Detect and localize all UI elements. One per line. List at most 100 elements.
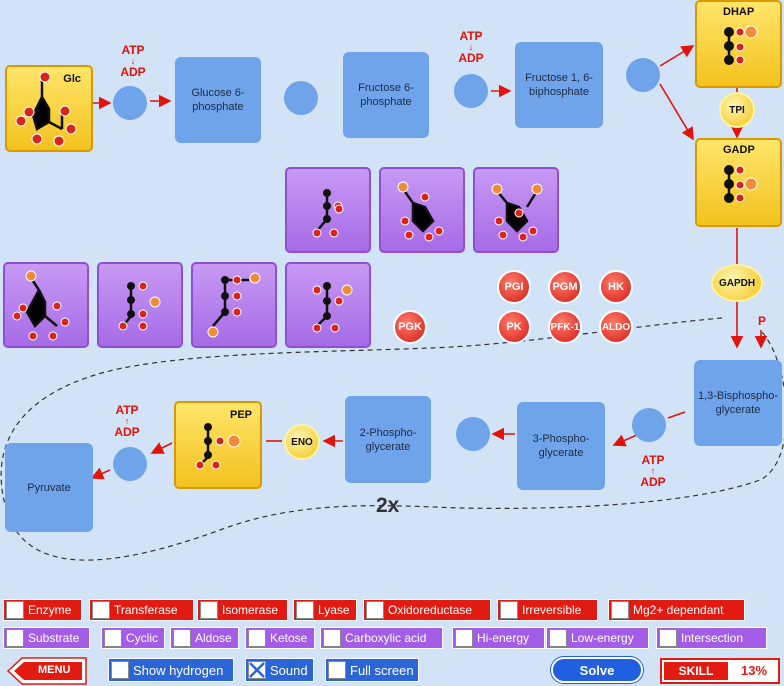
glucose-molecule[interactable]: Glc [5,65,93,152]
enzyme-slot-pgk[interactable] [632,408,666,442]
show-hydrogen-toggle[interactable]: Show hydrogen [108,658,234,682]
checkbox[interactable] [111,661,129,679]
enzyme-slot-aldo[interactable] [626,58,660,92]
enzyme-pgk[interactable]: PGK [393,310,427,344]
tpi-enzyme[interactable]: TPI [719,92,755,128]
filter-transferase[interactable]: Transferase [89,599,194,621]
substrate-tile-6[interactable] [191,262,277,348]
molecule-icon [12,270,70,341]
skill-label: SKILL [664,662,728,680]
dhap-structure-icon [724,25,758,65]
pep-structure-icon [195,423,241,470]
substrate-tile-2[interactable] [379,167,465,253]
substrate-tile-7[interactable] [285,262,371,348]
checkbox-checked[interactable] [248,661,266,679]
dhap-molecule[interactable]: DHAP [695,0,782,88]
checkbox[interactable] [323,629,341,647]
checkbox[interactable] [328,661,346,679]
molecule-icon [207,272,261,338]
skill-meter: SKILL 13% [660,658,780,684]
gadp-label: GADP [723,144,755,156]
3-phosphoglycerate-box: 3-Phospho-glycerate [517,402,605,490]
enzyme-pfk1[interactable]: PFK-1 [548,310,582,344]
molecule-icon [491,183,543,242]
glucose-6-phosphate-box: Glucose 6-phosphate [175,57,261,143]
filter-carboxylic-acid[interactable]: Carboxylic acid [320,627,443,649]
atp-label-4: ATP↑ADP [114,403,140,439]
enzyme-pgi[interactable]: PGI [497,270,531,304]
molecule-icon [397,181,444,242]
filter-low-energy[interactable]: Low-energy [546,627,649,649]
filter-hi-energy[interactable]: Hi-energy [452,627,545,649]
checkbox[interactable] [104,629,122,647]
checkbox[interactable] [549,629,567,647]
atp-label-3: ATP↑ADP [640,453,666,489]
atp-label-2: ATP↓ADP [458,29,484,65]
checkbox[interactable] [173,629,191,647]
substrate-tile-3[interactable] [473,167,559,253]
substrate-tile-4[interactable] [3,262,89,348]
13-bisphosphoglycerate-box: 1,3-Bisphospho-glycerate [694,360,782,446]
check-x-icon [249,662,265,678]
gadp-molecule[interactable]: GADP [695,138,782,227]
full-screen-toggle[interactable]: Full screen [325,658,419,682]
enzyme-slot-pk[interactable] [113,447,147,481]
enzyme-pgm[interactable]: PGM [548,270,582,304]
checkbox[interactable] [200,601,218,619]
enzyme-aldo[interactable]: ALDO [599,310,633,344]
solve-button[interactable]: Solve [551,657,643,683]
checkbox[interactable] [6,601,24,619]
molecule-icon [312,189,344,238]
substrate-tile-1[interactable] [285,167,371,253]
filter-cyclic[interactable]: Cyclic [101,627,165,649]
2-phosphoglycerate-box: 2-Phospho-glycerate [345,396,431,483]
checkbox[interactable] [296,601,314,619]
filter-mg2-dependant[interactable]: Mg2+ dependant [608,599,745,621]
enzyme-slot-hk[interactable] [113,86,147,120]
atp-label-1: ATP↓ADP [120,43,146,79]
checkbox[interactable] [366,601,384,619]
checkbox[interactable] [6,629,24,647]
filter-enzyme[interactable]: Enzyme [3,599,82,621]
dhap-label: DHAP [723,6,755,18]
sound-toggle[interactable]: Sound [245,658,314,682]
back-arrow-icon [6,657,87,685]
gadp-structure-icon [724,165,758,203]
pep-label: PEP [230,409,253,421]
filter-aldose[interactable]: Aldose [170,627,239,649]
checkbox[interactable] [500,601,518,619]
filter-intersection[interactable]: Intersection [656,627,767,649]
enzyme-slot-pfk[interactable] [454,74,488,108]
filter-oxidoreductase[interactable]: Oxidoreductase [363,599,491,621]
glucose-structure-icon [15,71,77,147]
checkbox[interactable] [611,601,629,619]
fructose-6-phosphate-box: Fructose 6-phosphate [343,52,429,138]
skill-value: 13% [740,663,768,678]
filter-lyase[interactable]: Lyase [293,599,357,621]
molecule-icon [312,282,353,333]
enzyme-slot-pgm[interactable] [456,417,490,451]
checkbox[interactable] [455,629,473,647]
filter-ketose[interactable]: Ketose [245,627,315,649]
phosphate-label: P [757,314,766,328]
enzyme-slot-pgi[interactable] [284,81,318,115]
multiplier-label: 2x [376,494,400,517]
glucose-label: Glc [63,73,81,85]
checkbox[interactable] [659,629,677,647]
pyruvate-box: Pyruvate [5,443,93,532]
fructose-16-biphosphate-box: Fructose 1, 6-biphosphate [515,42,603,128]
checkbox[interactable] [92,601,110,619]
menu-button[interactable]: MENU [6,657,88,685]
enzyme-pk[interactable]: PK [497,310,531,344]
checkbox[interactable] [248,629,266,647]
gapdh-enzyme[interactable]: GAPDH [711,264,763,302]
molecule-icon [118,281,161,331]
filter-irreversible[interactable]: Irreversible [497,599,598,621]
pep-molecule[interactable]: PEP [174,401,262,489]
filter-isomerase[interactable]: Isomerase [197,599,288,621]
substrate-tile-5[interactable] [97,262,183,348]
filter-substrate[interactable]: Substrate [3,627,90,649]
eno-enzyme[interactable]: ENO [284,424,320,460]
enzyme-hk[interactable]: HK [599,270,633,304]
